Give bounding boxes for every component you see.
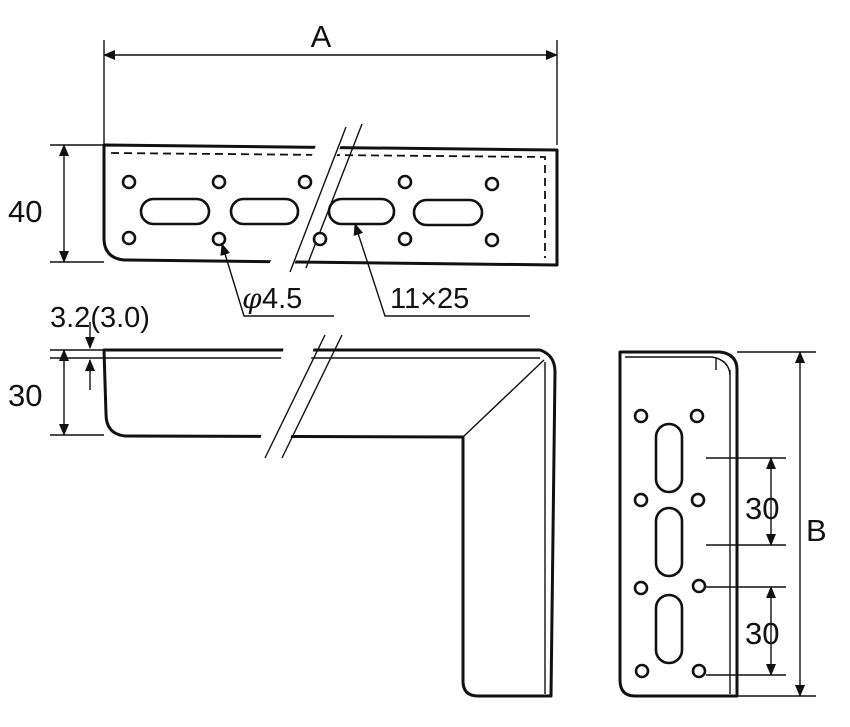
dimension-slot-pitch-1: 30 xyxy=(706,457,786,546)
slot xyxy=(327,197,396,226)
dimension-thickness: 3.2(3.0) xyxy=(50,302,150,390)
hole xyxy=(634,663,650,679)
hole xyxy=(397,174,413,190)
dimension-a: A xyxy=(103,19,558,145)
slot-size-label: 11×25 xyxy=(390,283,469,315)
slot-size-callout: 11×25 xyxy=(353,223,530,317)
side-view xyxy=(102,334,557,698)
slot-pitch-label-1: 30 xyxy=(745,491,779,526)
hole xyxy=(121,230,137,246)
slot-pitch-label-2: 30 xyxy=(745,616,779,651)
dimension-b-label: B xyxy=(806,513,827,548)
phi-symbol: φ xyxy=(242,282,262,315)
hole xyxy=(691,663,707,679)
hole xyxy=(691,578,707,594)
hole xyxy=(211,231,227,247)
top-view xyxy=(102,123,559,283)
hole xyxy=(397,231,413,247)
hole xyxy=(690,492,706,508)
hole xyxy=(633,408,649,424)
hole xyxy=(633,580,649,596)
hole xyxy=(484,232,500,248)
slot xyxy=(654,506,684,578)
hole-diameter-label: 4.5 xyxy=(262,283,302,315)
hole xyxy=(312,231,328,247)
dimension-30-flange: 30 xyxy=(8,349,104,436)
dimension-slot-pitch-2: 30 xyxy=(706,586,786,676)
hole xyxy=(121,174,137,190)
hole-diameter-callout: φ 4.5 xyxy=(220,243,334,317)
slot xyxy=(654,422,684,494)
hole xyxy=(211,174,227,190)
slot xyxy=(229,197,300,226)
end-view xyxy=(618,350,739,698)
dimension-a-label: A xyxy=(311,19,332,54)
hole xyxy=(633,492,649,508)
dimension-40-label: 40 xyxy=(8,194,42,229)
slot xyxy=(412,198,484,227)
slot xyxy=(139,197,211,226)
hole xyxy=(297,174,313,190)
slot xyxy=(654,593,684,665)
flange-width-label: 30 xyxy=(8,378,42,413)
hole xyxy=(484,176,500,192)
hole xyxy=(689,408,705,424)
dimension-40: 40 xyxy=(8,144,104,263)
dimension-b: B xyxy=(737,351,827,697)
thickness-label: 3.2(3.0) xyxy=(50,302,150,334)
